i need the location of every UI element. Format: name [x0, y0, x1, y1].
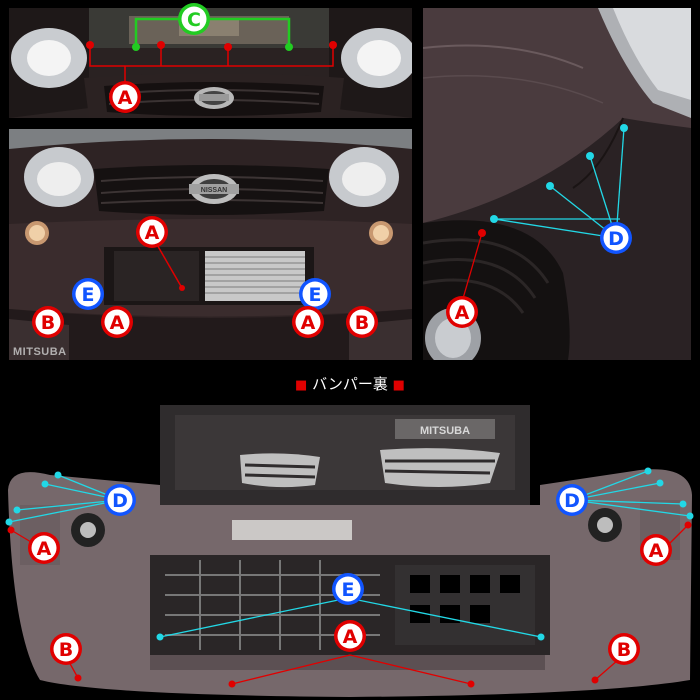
hood-open-image [9, 8, 412, 118]
caption-text: バンパー裏 [312, 375, 388, 393]
photo-hood-open [9, 8, 412, 118]
caption-marker-left: ■ [295, 378, 308, 393]
nissan-emblem: NISSAN [201, 187, 227, 194]
photo-front-bumper: NISSAN MITSUBA [9, 129, 412, 360]
bumper-back-caption: ■ バンパー裏 ■ [0, 373, 700, 394]
part-watermark: MITSUBA [420, 425, 470, 437]
caption-marker-right: ■ [392, 378, 405, 393]
photo-bumper-back: MITSUBA [0, 395, 700, 700]
photo-watermark: MITSUBA [13, 346, 67, 358]
front-bumper-image: NISSAN [9, 129, 412, 360]
photo-fender-closeup [423, 8, 691, 360]
fender-closeup-image [423, 8, 691, 360]
bumper-back-image: MITSUBA [8, 405, 692, 697]
